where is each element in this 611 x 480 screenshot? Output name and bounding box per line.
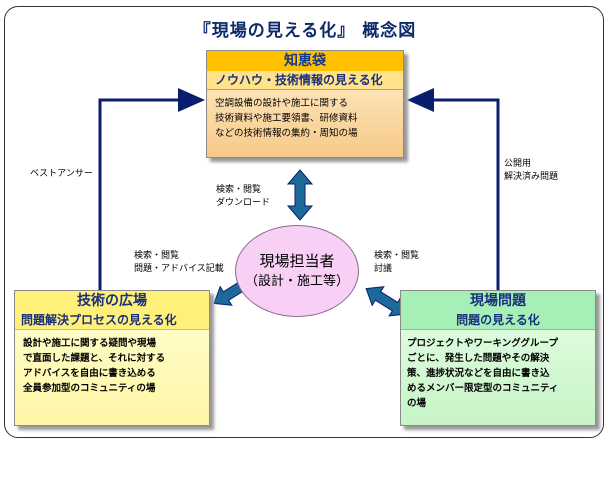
genba-body-line: ごとに、発生した問題やその解決 [407,353,550,364]
best-answer-connector [98,88,205,290]
genba-body: プロジェクトやワーキンググループ ごとに、発生した問題やその解決 策、進捗状況な… [401,330,595,411]
gijutsu-body-line: 全員参加型のコミュニティの場 [23,383,156,394]
chiebukuro-sub: ノウハウ・技術情報の見える化 [207,71,403,90]
chiebukuro-head: 知恵袋 [207,51,403,71]
label-search-discuss: 検索・閲覧 討議 [374,250,419,276]
public-solved-connector [407,88,500,290]
label-search-download-line: 検索・閲覧 [216,185,262,195]
diagram-title: 『現場の見える化』 概念図 [193,21,417,41]
label-public-line: 公開用 [504,159,532,169]
label-search-download-line: ダウンロード [216,198,271,208]
gijutsu-body-line: 設計や施工に関する疑問や現場 [23,338,157,349]
genba-mondai-box: 現場問題 問題の見える化 プロジェクトやワーキンググループ ごとに、発生した問題… [400,290,596,426]
genba-body-line: プロジェクトやワーキンググループ [407,338,558,349]
center-line2: （設計・施工等） [244,274,349,289]
genba-body-line: の場 [407,398,427,409]
double-arrow-vertical [286,169,314,221]
gijutsu-body-line: で直面した課題と、それに対する [23,353,166,364]
chiebukuro-box: 知恵袋 ノウハウ・技術情報の見える化 空調設備の設計や施工に関する 技術資料や施… [206,50,404,158]
label-best-answer: ベストアンサー [30,169,93,179]
label-public: 公開用 解決済み問題 [504,158,558,184]
genba-sub: 問題の見える化 [401,311,595,330]
gijutsu-body: 設計や施工に関する疑問や現場 で直面した課題と、それに対する アドバイスを自由に… [15,330,209,396]
chiebukuro-body: 空調設備の設計や施工に関する 技術資料や施工要領書、研修資料 などの技術情報の集… [207,90,403,141]
genba-tantousha-ellipse: 現場担当者 （設計・施工等） [235,225,359,317]
genba-head: 現場問題 [401,291,595,311]
gijutsu-head: 技術の広場 [15,291,209,311]
label-search-discuss-line: 討議 [374,264,393,274]
label-search-advice: 検索・閲覧 問題・アドバイス記載 [134,250,224,276]
label-search-discuss-line: 検索・閲覧 [374,251,420,261]
gijutsu-hiroba-box: 技術の広場 問題解決プロセスの見える化 設計や施工に関する疑問や現場 で直面した… [14,290,210,426]
label-search-download: 検索・閲覧 ダウンロード [216,184,270,210]
genba-body-line: 策、進捗状況などを自由に書き込 [407,368,550,379]
genba-body-line: めるメンバー限定型のコミュニティ [407,383,559,394]
center-line1: 現場担当者 [259,252,335,270]
label-public-line: 解決済み問題 [504,172,559,182]
chiebukuro-body-line: 空調設備の設計や施工に関する [215,98,349,109]
label-search-advice-line: 問題・アドバイス記載 [134,264,224,274]
chiebukuro-body-line: などの技術情報の集約・周知の場 [215,128,358,139]
gijutsu-sub: 問題解決プロセスの見える化 [15,311,209,330]
chiebukuro-body-line: 技術資料や施工要領書、研修資料 [215,113,358,124]
label-search-advice-line: 検索・閲覧 [134,251,180,261]
gijutsu-body-line: アドバイスを自由に書き込める [23,368,156,379]
